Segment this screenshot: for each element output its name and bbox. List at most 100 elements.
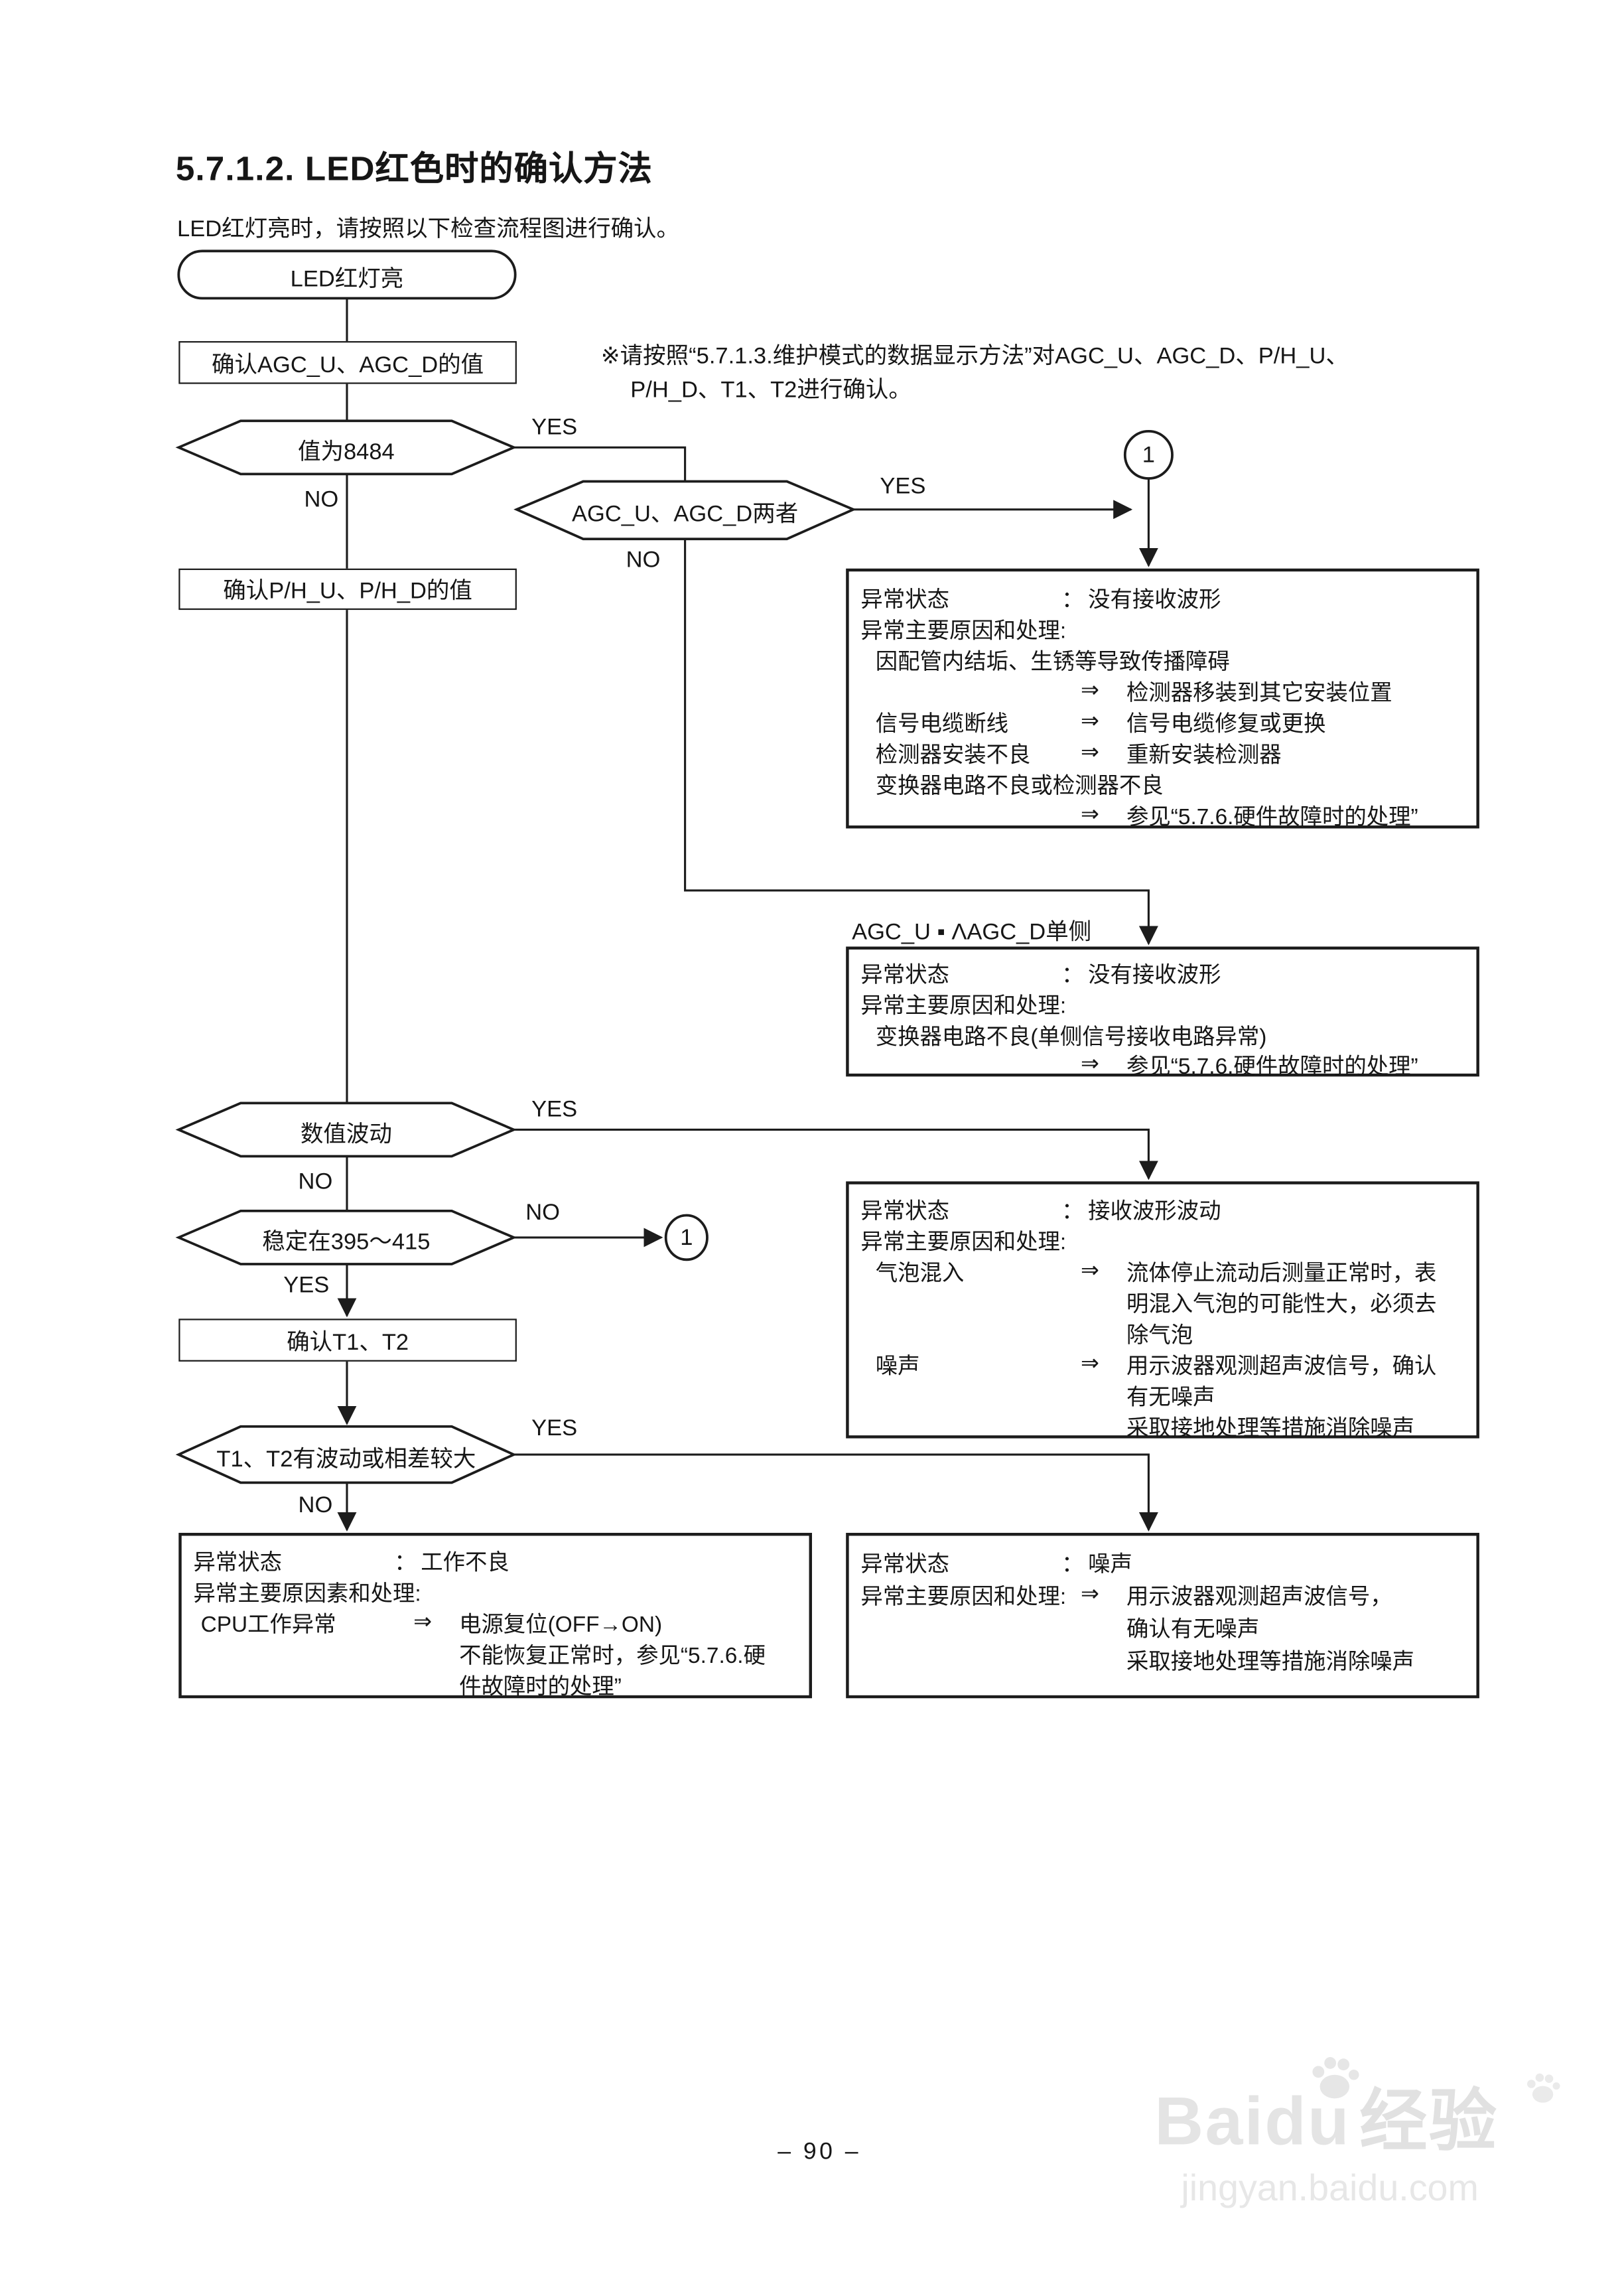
info-row: 异常主要原因和处理: (849, 989, 1477, 1019)
arrow-glyph: ⇒ (1081, 677, 1100, 703)
label-agcboth-no: NO (626, 547, 661, 573)
info-text: 流体停止流动后测量正常时，表 (1126, 1261, 1437, 1287)
label-8484-yes: YES (531, 415, 578, 441)
connector-circle-1a-label: 1 (1142, 443, 1155, 468)
label-t1t2-no: NO (298, 1492, 333, 1518)
label-fluct-no: NO (298, 1169, 333, 1195)
arrow-glyph: ⇒ (1081, 1581, 1100, 1607)
arrow-glyph: ⇒ (1081, 1051, 1100, 1077)
arrow-glyph: ⇒ (1081, 802, 1100, 827)
info-text: 用示波器观测超声波信号，确认 (1126, 1354, 1437, 1380)
decision-stable-label: 稳定在395～415 (262, 1230, 431, 1255)
label-t1t2-yes: YES (531, 1416, 578, 1442)
info-label: 信号电缆断线 (875, 711, 1009, 737)
info-text: 电源复位(OFF→ON) (459, 1612, 663, 1638)
paw-icon (1312, 2057, 1359, 2099)
info-row: 异常主要原因素和处理: (182, 1577, 809, 1606)
info-row: ⇒ 参见“5.7.6.硬件故障时的处理” (849, 800, 1477, 830)
info-colon: ： (1061, 1551, 1084, 1577)
info-row: ⇒检测器移装到其它安装位置 (849, 676, 1477, 705)
info-box-waveform-fluctuation: 异常状态：接收波形波动 异常主要原因和处理: 气泡混入⇒流体停止流动后测量正常时… (846, 1181, 1479, 1441)
info-row: 除气泡 (849, 1318, 1477, 1348)
label-stable-no: NO (525, 1200, 561, 1226)
note-line-2: P/H_D、T1、T2进行确认。 (630, 378, 912, 403)
info-colon: ： (1061, 587, 1084, 613)
info-row: 异常主要原因和处理: (849, 1226, 1477, 1255)
info-label: 异常主要原因和处理: (860, 1230, 1067, 1255)
info-label: 变换器电路不良(单侧信号接收电路异常) (875, 1025, 1267, 1050)
info-label: 异常状态 (860, 1551, 949, 1577)
info-box-no-waveform-one-side: 异常状态：没有接收波形 异常主要原因和处理: 变换器电路不良(单侧信号接收电路异… (846, 946, 1479, 1080)
info-row: 有无噪声 (849, 1381, 1477, 1411)
info-row: 因配管内结垢、生锈等导致传播障碍 (849, 646, 1477, 675)
info-colon: ： (394, 1550, 417, 1576)
info-row: 采取接地处理等措施消除噪声 (849, 1412, 1477, 1442)
watermark-brand-cn: 经验 (1359, 2082, 1499, 2159)
info-row: 不能恢复正常时，参见“5.7.6.硬 (182, 1639, 809, 1669)
arrow-glyph: ⇒ (1081, 709, 1100, 735)
info-row: 信号电缆断线 ⇒ 信号电缆修复或更换 (849, 707, 1477, 737)
step-check-agc-label: 确认AGC_U、AGC_D的值 (212, 352, 484, 378)
info-label: 变换器电路不良或检测器不良 (875, 774, 1164, 799)
step-check-ph: 确认P/H_U、P/H_D的值 (178, 568, 517, 610)
page-number: – 90 – (778, 2139, 861, 2165)
terminator-start-label: LED红灯亮 (290, 267, 404, 293)
note-line-1: ※请按照“5.7.1.3.维护模式的数据显示方法”对AGC_U、AGC_D、P/… (600, 344, 1349, 370)
info-text: 除气泡 (1126, 1323, 1193, 1348)
step-check-t1t2-label: 确认T1、T2 (287, 1330, 409, 1355)
decision-fluct-label: 数值波动 (300, 1122, 392, 1148)
info-row: 异常状态：没有接收波形 (849, 958, 1477, 988)
connector-t1t2-yes-arrow (513, 1453, 1158, 1532)
watermark-brand: Baidu (1154, 2082, 1351, 2159)
info-text: 参见“5.7.6.硬件故障时的处理” (1126, 1054, 1418, 1080)
info-text: 信号电缆修复或更换 (1126, 711, 1326, 737)
label-8484-no: NO (304, 487, 339, 513)
info-label: 异常状态 (860, 587, 949, 613)
info-row: 明混入气泡的可能性大，必须去 (849, 1288, 1477, 1318)
info-row: 异常状态 ：没有接收波形 (849, 583, 1477, 613)
info-text: 用示波器观测超声波信号， (1126, 1584, 1392, 1610)
info-text: 没有接收波形 (1088, 587, 1221, 613)
info-label: 噪声 (875, 1354, 920, 1380)
info-text: 确认有无噪声 (1126, 1616, 1260, 1642)
info-text: 工作不良 (421, 1550, 509, 1576)
info-label: 异常主要原因和处理: (860, 1584, 1067, 1610)
info-row: 异常状态 ：噪声 (849, 1547, 1477, 1577)
info-text: 采取接地处理等措施消除噪声 (1126, 1416, 1415, 1442)
arrow-glyph: ⇒ (1081, 1258, 1100, 1283)
info-row: 异常主要原因和处理: ⇒ 用示波器观测超声波信号， (849, 1580, 1477, 1610)
info-text: 没有接收波形 (1088, 962, 1221, 988)
info-label: 异常主要原因和处理: (860, 618, 1067, 644)
info-row: 异常主要原因和处理: (849, 614, 1477, 644)
info-text: 不能恢复正常时，参见“5.7.6.硬 (459, 1643, 766, 1669)
info-label: 异常主要原因和处理: (860, 993, 1067, 1019)
info-row: 确认有无噪声 (849, 1612, 1477, 1642)
info-label: CPU工作异常 (200, 1612, 336, 1638)
info-text: 参见“5.7.6.硬件故障时的处理” (1126, 804, 1418, 830)
step-check-agc: 确认AGC_U、AGC_D的值 (178, 341, 517, 384)
step-check-ph-label: 确认P/H_U、P/H_D的值 (223, 579, 472, 605)
branch-one-side-label: AGC_U ▪ ΛAGC_D单侧 (852, 920, 1092, 946)
arrow-glyph: ⇒ (1081, 1351, 1100, 1377)
info-text: 采取接地处理等措施消除噪声 (1126, 1649, 1415, 1675)
info-row: ⇒ 参见“5.7.6.硬件故障时的处理” (849, 1050, 1477, 1080)
info-label: 异常状态 (193, 1550, 283, 1576)
info-text: 重新安装检测器 (1126, 743, 1282, 768)
info-row: 气泡混入⇒流体停止流动后测量正常时，表 (849, 1257, 1477, 1287)
info-text: 明混入气泡的可能性大，必须去 (1126, 1292, 1437, 1318)
info-row: 变换器电路不良(单侧信号接收电路异常) (849, 1021, 1477, 1050)
info-colon: ： (1061, 962, 1084, 988)
step-check-t1t2: 确认T1、T2 (178, 1318, 517, 1362)
info-text: 有无噪声 (1126, 1385, 1215, 1411)
info-row: 件故障时的处理” (182, 1670, 809, 1700)
info-row: 检测器安装不良⇒重新安装检测器 (849, 739, 1477, 768)
info-box-no-waveform-both: 异常状态：没有接收波形 异常主要原因和处理: 因配管内结垢、生锈等导致传播障碍 … (846, 568, 1479, 830)
info-text: 噪声 (1088, 1551, 1132, 1577)
connector-circle-1b-label: 1 (680, 1226, 693, 1251)
arrow-glyph: ⇒ (1081, 739, 1100, 765)
label-agcboth-yes: YES (880, 474, 926, 500)
label-fluct-yes: YES (531, 1097, 578, 1123)
